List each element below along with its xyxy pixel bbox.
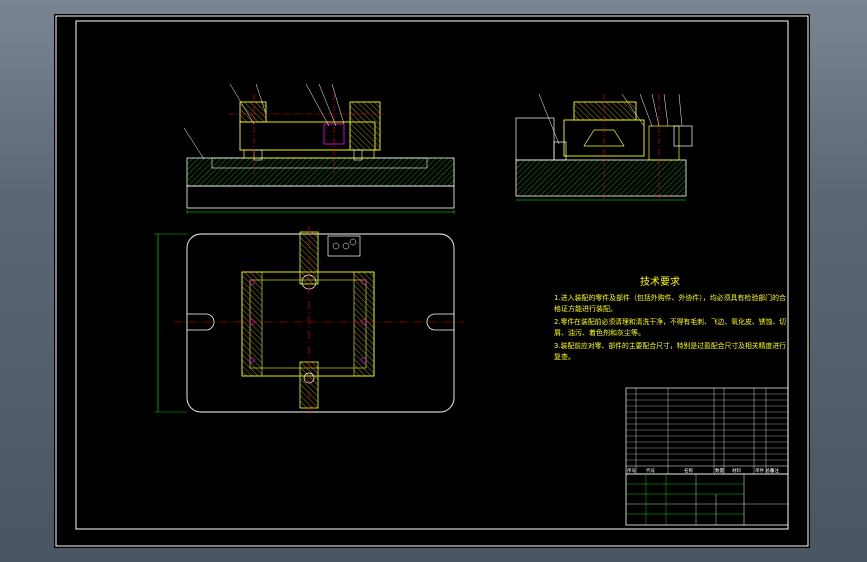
bom-header-remark: 备注 (770, 467, 779, 474)
bom-header-weight: 单件 总计 (755, 467, 775, 474)
tech-req-line-1: 1.进入装配的零件及部件（包括外购件、外协件），均必须具有检验部门的合 (554, 293, 786, 302)
front-view (183, 83, 455, 214)
tech-req-line-5: 3.装配前应对零、部件的主要配合尺寸，特别是过盈配合尺寸及相关精度进行 (554, 341, 786, 350)
title-block (625, 473, 789, 526)
cad-viewport[interactable]: 技术要求 1.进入装配的零件及部件（包括外购件、外协件），均必须具有检验部门的合… (54, 14, 810, 548)
bom-header-name: 名称 (684, 467, 693, 474)
bom-header-material: 材料 (732, 467, 741, 474)
tech-req-title: 技术要求 (640, 275, 680, 288)
bom-header-index: 序号 (627, 467, 636, 474)
bom-header-code: 代号 (646, 467, 655, 474)
tech-req-line-6: 复查。 (554, 352, 575, 361)
plan-view (154, 226, 464, 418)
sheet-border (55, 15, 809, 547)
tech-req-line-3: 2.零件在装配前必须清理和清洗干净，不得有毛刺、飞边、氧化皮、锈蚀、切 (554, 317, 786, 326)
tech-req-line-4: 屑、油污、着色剂和灰尘等。 (554, 328, 645, 337)
bill-of-materials: 序号 代号 名称 数量 材料 单件 总计 备注 (625, 387, 789, 475)
technical-requirements: 技术要求 1.进入装配的零件及部件（包括外购件、外协件），均必须具有检验部门的合… (554, 275, 786, 361)
side-view (515, 93, 693, 201)
drawing-sheet: 技术要求 1.进入装配的零件及部件（包括外购件、外协件），均必须具有检验部门的合… (55, 15, 809, 547)
bom-header-qty: 数量 (715, 467, 724, 474)
tech-req-line-2: 格证方能进行装配。 (554, 304, 617, 313)
drawing-frame (75, 20, 789, 530)
